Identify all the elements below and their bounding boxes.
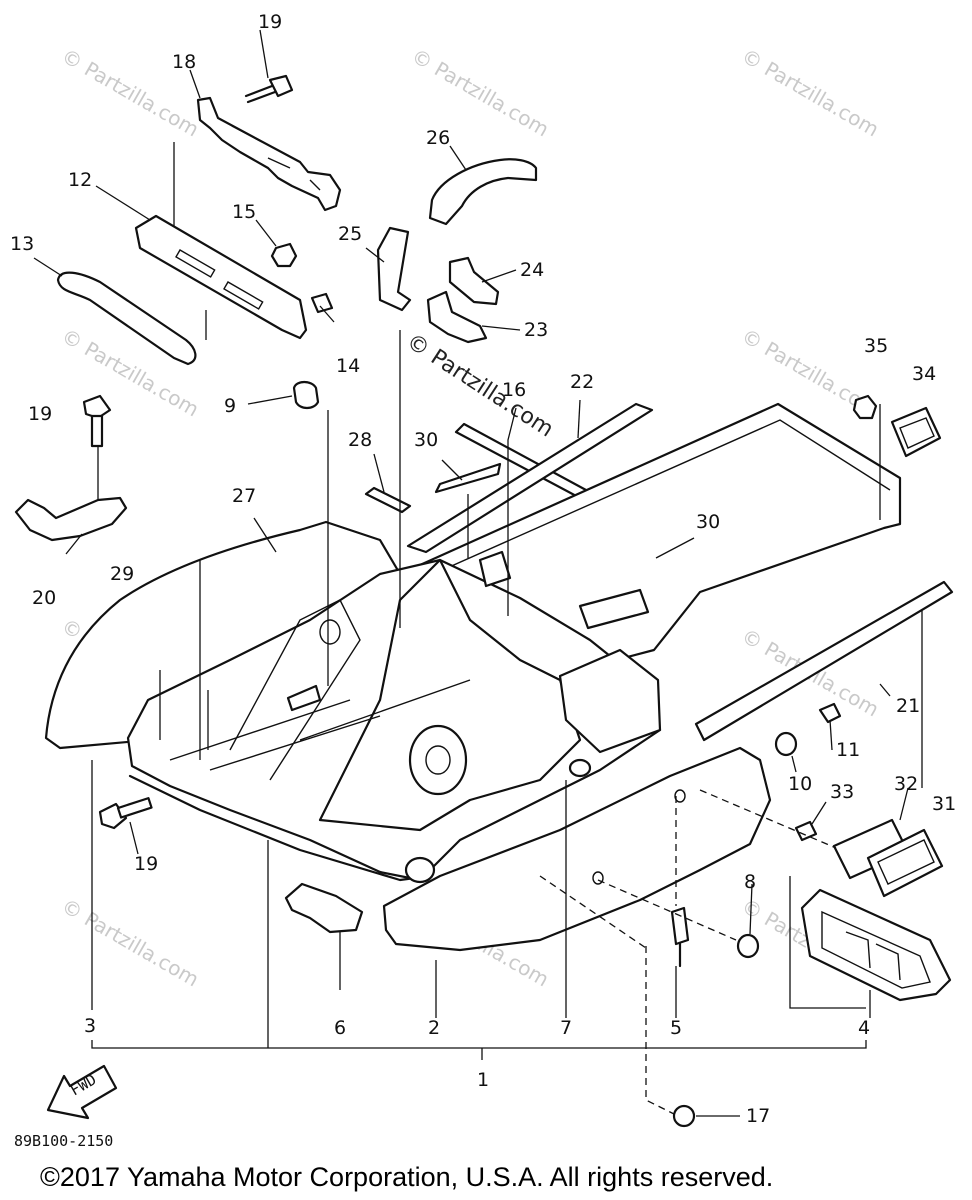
callout-17: 17 bbox=[746, 1105, 770, 1127]
leader-lines bbox=[33, 29, 923, 1115]
part-20-guard bbox=[14, 496, 128, 542]
part-5-pin bbox=[670, 906, 690, 968]
callout-3: 3 bbox=[84, 1015, 96, 1037]
callout-35: 35 bbox=[864, 335, 888, 357]
part-8-grommet bbox=[736, 933, 760, 959]
watermark: © Partzilla.com bbox=[738, 44, 884, 142]
callout-23: 23 bbox=[524, 319, 548, 341]
part-22-strip bbox=[406, 402, 654, 554]
callout-31: 31 bbox=[932, 793, 956, 815]
part-23-clamp bbox=[426, 290, 488, 344]
callout-29: 29 bbox=[110, 563, 134, 585]
callout-25: 25 bbox=[338, 223, 362, 245]
callout-19: 19 bbox=[134, 853, 158, 875]
skirt-hole bbox=[592, 871, 604, 885]
part-13-rail bbox=[56, 271, 197, 366]
callout-2: 2 bbox=[428, 1017, 440, 1039]
main-frame bbox=[44, 402, 902, 884]
part-19-bolt-top bbox=[244, 74, 294, 104]
fwd-arrow-icon: FWD bbox=[46, 1064, 118, 1120]
callout-22: 22 bbox=[570, 371, 594, 393]
part-14-pad bbox=[310, 292, 334, 314]
part-26-handle bbox=[428, 158, 538, 226]
part-10-cap bbox=[774, 731, 798, 757]
callout-5: 5 bbox=[670, 1017, 682, 1039]
brand-watermark: © Partzilla.com bbox=[402, 329, 558, 442]
callout-30: 30 bbox=[414, 429, 438, 451]
callout-14: 14 bbox=[336, 355, 360, 377]
part-11-bolt bbox=[818, 702, 842, 724]
part-21-side-rail bbox=[694, 580, 954, 742]
callout-26: 26 bbox=[426, 127, 450, 149]
callout-6: 6 bbox=[334, 1017, 346, 1039]
part-18-bracket bbox=[196, 96, 342, 212]
callout-labels: 19 18 26 12 15 13 25 24 23 14 35 34 16 2… bbox=[10, 11, 956, 1127]
callout-11: 11 bbox=[836, 739, 860, 761]
callout-13: 13 bbox=[10, 233, 34, 255]
callout-20: 20 bbox=[32, 587, 56, 609]
copyright-notice: ©2017 Yamaha Motor Corporation, U.S.A. A… bbox=[40, 1162, 773, 1192]
callout-8: 8 bbox=[744, 871, 756, 893]
part-35-nut bbox=[852, 394, 878, 420]
callout-7: 7 bbox=[560, 1017, 572, 1039]
callout-15: 15 bbox=[232, 201, 256, 223]
skirt-hole bbox=[674, 789, 686, 803]
part-33-bolt bbox=[794, 820, 818, 842]
callout-16: 16 bbox=[502, 379, 526, 401]
part-9-bushing bbox=[292, 380, 320, 410]
part-25-post bbox=[376, 226, 412, 312]
watermark: © Partzilla.com bbox=[58, 894, 204, 992]
callout-27: 27 bbox=[232, 485, 256, 507]
callout-32: 32 bbox=[894, 773, 918, 795]
callout-19: 19 bbox=[258, 11, 282, 33]
callout-1: 1 bbox=[477, 1069, 489, 1091]
callout-4: 4 bbox=[858, 1017, 870, 1039]
callout-18: 18 bbox=[172, 51, 196, 73]
part-17-grommet bbox=[672, 1104, 696, 1128]
part-12-plate bbox=[134, 214, 308, 340]
part-30-strip-a bbox=[434, 462, 502, 494]
part-34-pad bbox=[890, 406, 942, 458]
part-24-clamp bbox=[448, 256, 500, 306]
callout-30: 30 bbox=[696, 511, 720, 533]
callout-28: 28 bbox=[348, 429, 372, 451]
callout-10: 10 bbox=[788, 773, 812, 795]
callout-9: 9 bbox=[224, 395, 236, 417]
part-28-strip bbox=[364, 486, 412, 514]
diagram-code: 89B100-2150 bbox=[14, 1132, 113, 1150]
part-19-bolt-left bbox=[82, 394, 112, 448]
part-31-reflector bbox=[866, 828, 944, 898]
callout-21: 21 bbox=[896, 695, 920, 717]
part-15-nut bbox=[270, 242, 298, 268]
callout-34: 34 bbox=[912, 363, 936, 385]
callout-24: 24 bbox=[520, 259, 544, 281]
callout-12: 12 bbox=[68, 169, 92, 191]
part-4-bumper bbox=[800, 888, 952, 1002]
callout-33: 33 bbox=[830, 781, 854, 803]
callout-19: 19 bbox=[28, 403, 52, 425]
part-2-skirt bbox=[382, 746, 772, 952]
part-6-bracket bbox=[284, 882, 364, 934]
part-19-bolt-bottom bbox=[98, 797, 153, 830]
